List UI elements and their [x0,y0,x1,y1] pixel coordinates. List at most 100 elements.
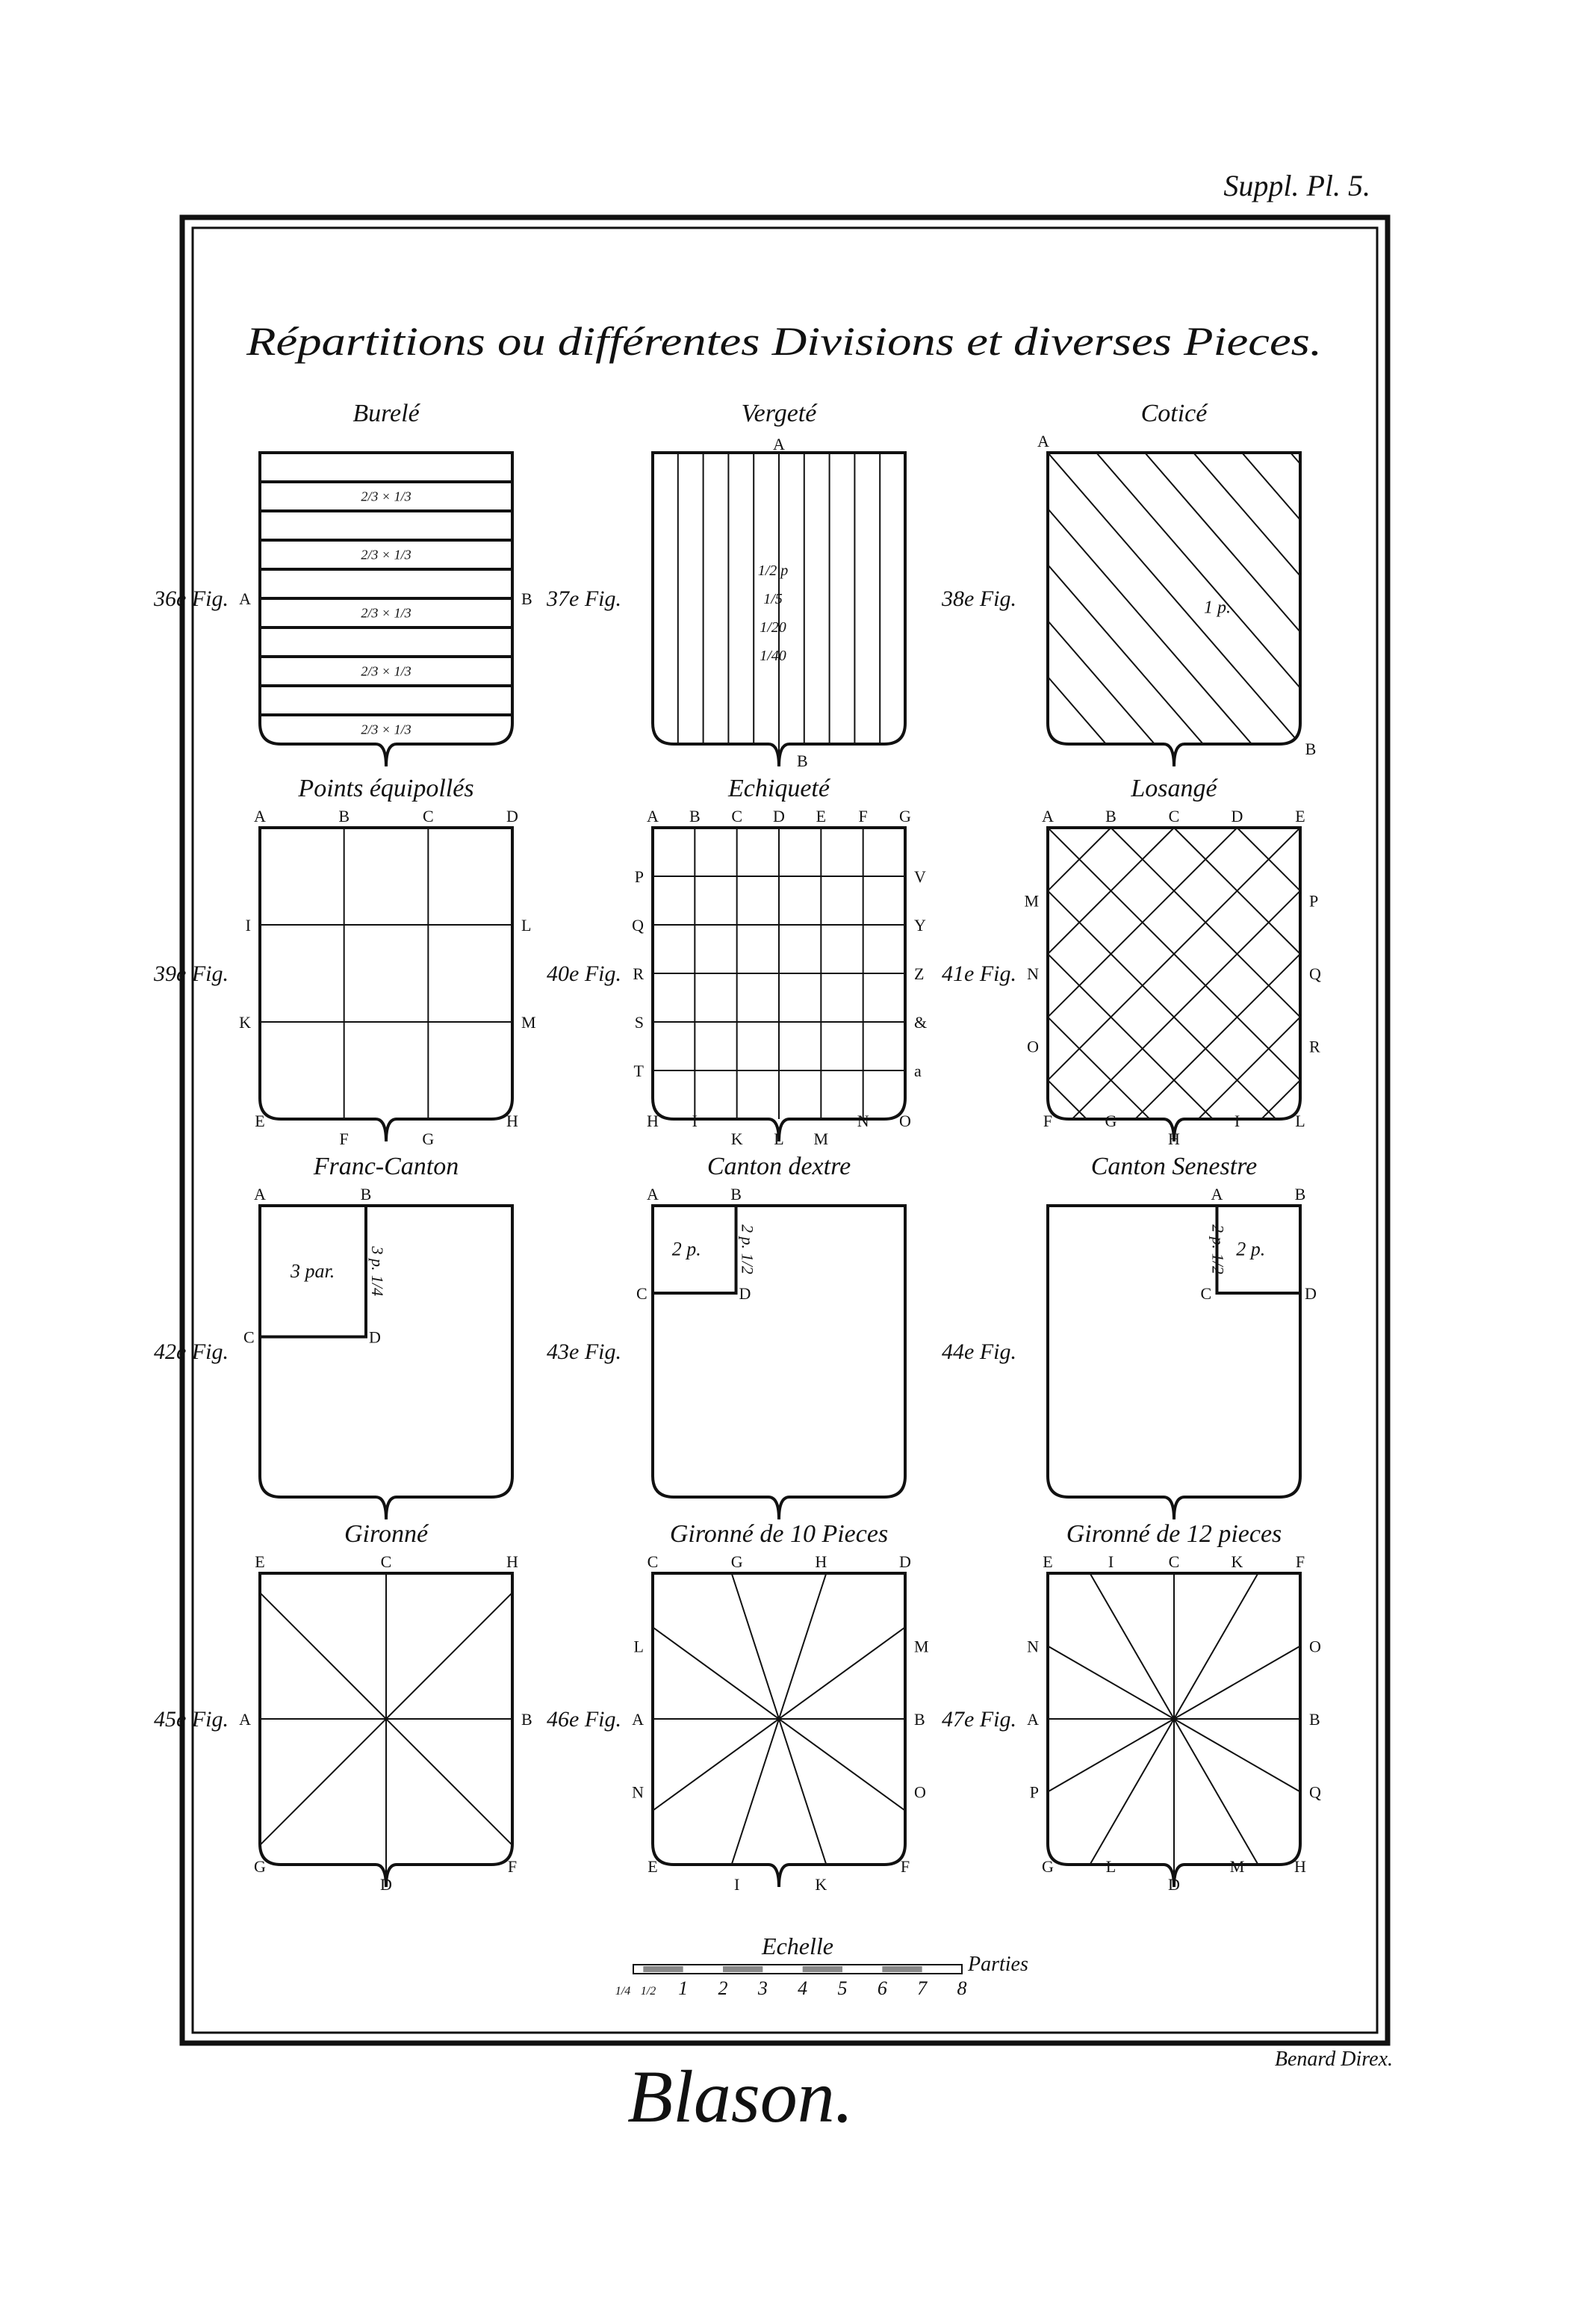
point-label: Q [632,916,644,935]
point-label: B [338,807,350,825]
division-line [1139,828,1300,1141]
figure-name: Points équipollés [297,775,473,802]
point-label: A [1037,432,1049,450]
figure-number: 40e Fig. [547,961,621,986]
division-line [1048,828,1300,1141]
figure-name: Echiqueté [727,775,831,802]
point-label: A [1042,807,1054,825]
division-line [1048,453,1158,766]
figure-name: Canton Senestre [1091,1153,1258,1180]
scale-tick-label: 6 [878,1977,887,1999]
division-line [1048,828,1112,1141]
division-line [1329,828,1587,1177]
point-label: L [521,916,531,935]
division-line [1096,453,1300,766]
point-label: Q [1309,1783,1321,1802]
division-lines [653,1573,905,1887]
division-line [1388,453,1587,802]
point-label: C [647,1552,659,1571]
outer-border [179,214,1391,2046]
point-label: A [239,1710,251,1729]
shield-outline [1046,826,1302,1142]
division-line [1048,828,1300,1141]
division-lines [653,1206,738,1295]
subject-title: Blason. [627,2055,854,2138]
point-label: A [1211,1185,1223,1203]
point-label: C [731,807,742,825]
figure-number: 42e Fig. [154,1339,229,1364]
point-label: B [689,807,701,825]
engraver-credit: Benard Direx. [1275,2048,1393,2071]
point-label: S [635,1013,644,1032]
point-label: E [1043,1552,1052,1571]
division-line [1048,828,1146,1141]
point-label: N [1027,964,1039,983]
point-label: E [647,1857,657,1876]
point-label: F [508,1857,517,1876]
point-label: V [914,867,926,886]
division-line [509,828,859,1177]
figure-name: Gironné de 12 pieces [1066,1520,1282,1548]
point-label: F [1043,1112,1052,1130]
measure-note: 2 p. 1/2 [1208,1224,1227,1274]
measure-note: 2/3 × 1/3 [361,722,411,737]
division-line [1048,1573,1300,1887]
scale-tick-label: 3 [757,1977,768,1999]
point-label: N [857,1112,869,1130]
scale-bar-rect [633,1964,963,1974]
figure-name: Losangé [1130,775,1218,802]
point-label: K [731,1130,743,1148]
point-label: A [1027,1710,1039,1729]
point-label: I [734,1875,739,1894]
point-label: P [1309,892,1318,911]
division-line [1048,828,1049,1141]
point-label: D [380,1875,392,1894]
measure-note: 2/3 × 1/3 [361,548,411,563]
point-label: D [773,807,785,825]
division-line [1076,828,1300,1141]
figure-name: Franc-Canton [313,1153,459,1180]
point-label: G [1105,1112,1117,1130]
division-line [1048,453,1255,766]
measure-note: 3 par. [290,1260,335,1282]
point-label: B [521,589,532,608]
shield-outline [258,1572,514,1888]
scale-tick-label: 5 [838,1977,848,1999]
point-label: D [1232,807,1243,825]
scale-segment [882,1966,922,1972]
shield-outline [258,451,514,767]
point-label: H [506,1552,518,1571]
shield-outline [651,826,907,1142]
shield-outline [1046,1572,1302,1888]
division-line [1193,453,1300,766]
figure-number: 37e Fig. [546,586,621,611]
division-line [1048,453,1109,766]
figure-number: 36e Fig. [153,586,229,611]
figure-number: 47e Fig. [942,1707,1016,1732]
point-label: H [1294,1857,1306,1876]
measure-note: 1/5 [763,591,783,607]
measure-note: 2/3 × 1/3 [361,606,411,621]
scale-tick-label: 4 [798,1977,807,1999]
figure-number: 46e Fig. [547,1707,621,1732]
figure-number: 38e Fig. [941,586,1016,611]
point-label: T [634,1062,645,1080]
division-line [1048,453,1300,766]
measure-note: 2 p. [672,1239,701,1260]
point-label: P [635,867,644,886]
point-label: K [815,1875,827,1894]
point-label: M [1230,1857,1245,1876]
point-label: B [361,1185,372,1203]
division-lines [1048,1573,1300,1887]
point-label: C [423,807,434,825]
point-label: O [1309,1637,1321,1656]
division-lines [1048,453,1587,802]
point-label: Y [914,916,926,935]
